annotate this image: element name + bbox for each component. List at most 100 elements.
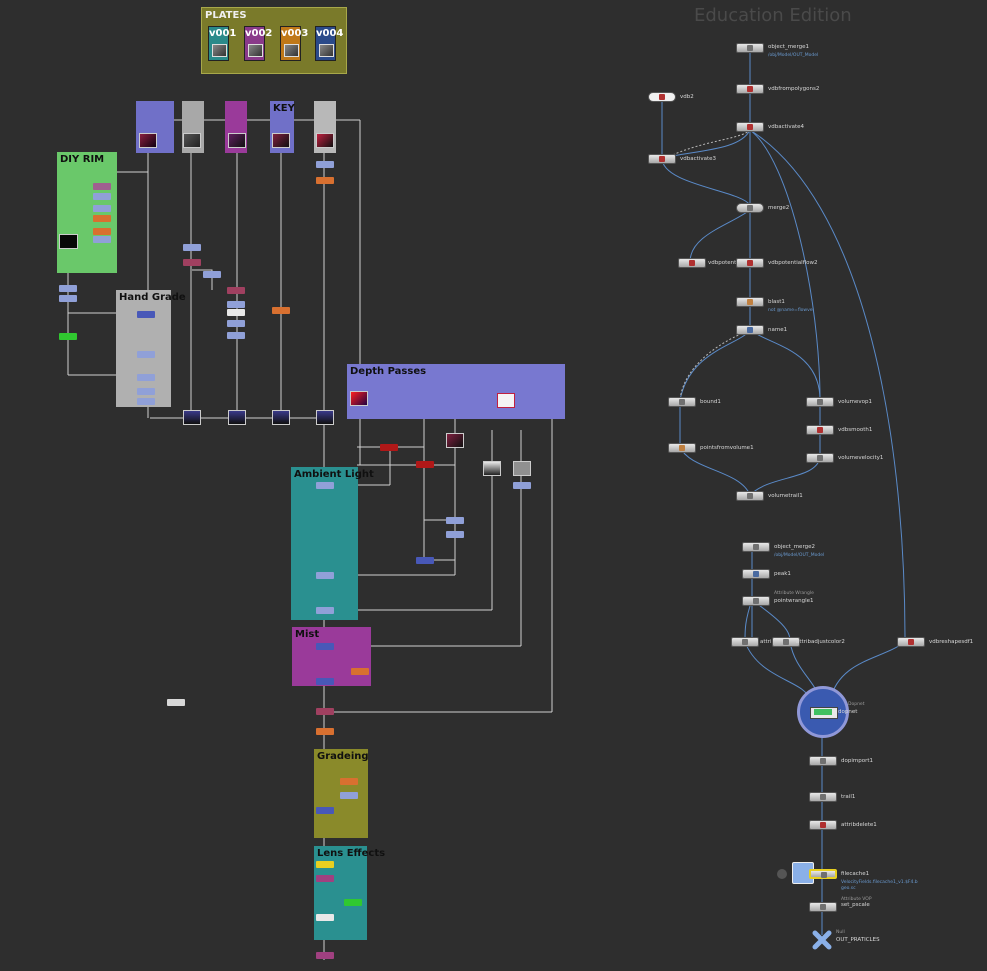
- lens-node-5[interactable]: [316, 952, 334, 959]
- plate-v001[interactable]: v001: [208, 26, 236, 61]
- grade-node-4[interactable]: [137, 388, 155, 395]
- depth-node-4[interactable]: [446, 517, 464, 524]
- vdbactivate3-node[interactable]: [648, 154, 676, 164]
- set-pscale-node[interactable]: [809, 902, 837, 912]
- left-node-1[interactable]: [59, 285, 77, 292]
- merge-node-4[interactable]: [227, 320, 245, 327]
- plate-v003[interactable]: v003: [280, 26, 308, 61]
- read-node-light-gray[interactable]: [316, 133, 334, 148]
- vdb2-node[interactable]: [648, 92, 676, 102]
- vdbsmooth1-node[interactable]: [806, 425, 834, 435]
- rim-node-3[interactable]: [93, 205, 111, 212]
- mist-node-3[interactable]: [316, 678, 334, 685]
- depth-key-node[interactable]: [446, 433, 464, 448]
- depth-gray-node-1[interactable]: [483, 461, 501, 476]
- key-orange-node[interactable]: [272, 307, 290, 314]
- depth-gray-node-2[interactable]: [513, 461, 531, 476]
- merge-row-node-2[interactable]: [228, 410, 246, 425]
- depth-red-node-1[interactable]: [380, 444, 398, 451]
- grade-node-2[interactable]: [137, 351, 155, 358]
- merge-row-node-1[interactable]: [183, 410, 201, 425]
- rim-node-1[interactable]: [93, 183, 111, 190]
- plate-v004[interactable]: v004: [315, 26, 343, 61]
- dopimport1-node[interactable]: [809, 756, 837, 766]
- peak1-node[interactable]: [742, 569, 770, 579]
- ambient-light-backdrop[interactable]: Ambient Light: [291, 467, 374, 620]
- depth-node-3[interactable]: [513, 482, 531, 489]
- lens-node-3[interactable]: [344, 899, 362, 906]
- pointwrangle1-node[interactable]: [742, 596, 770, 606]
- mist-node-2[interactable]: [351, 668, 369, 675]
- hand-grade-backdrop[interactable]: Hand Grade: [116, 290, 186, 407]
- rim-node-5[interactable]: [93, 228, 111, 235]
- ambient-node-1[interactable]: [316, 482, 334, 489]
- shuffle-node-1[interactable]: [183, 244, 201, 251]
- read-node-magenta[interactable]: [228, 133, 246, 148]
- ambient-node-2[interactable]: [316, 572, 334, 579]
- pointsfromvolume1-node[interactable]: [668, 443, 696, 453]
- rim-viewer-node[interactable]: [59, 234, 78, 249]
- stray-node[interactable]: [167, 699, 185, 706]
- depth-red-node-2[interactable]: [416, 461, 434, 468]
- left-node-2[interactable]: [59, 295, 77, 302]
- constant-green-node[interactable]: [59, 333, 77, 340]
- depth-passes-backdrop[interactable]: Depth Passes: [347, 364, 565, 419]
- gradeing-node-1[interactable]: [340, 778, 358, 785]
- name1-node[interactable]: [736, 325, 764, 335]
- grade-node-5[interactable]: [137, 398, 155, 405]
- lens-node-4[interactable]: [316, 914, 334, 921]
- post-node-2[interactable]: [316, 728, 334, 735]
- depth-node-5[interactable]: [446, 531, 464, 538]
- depth-read-node[interactable]: [350, 391, 368, 406]
- attribdelete1-node[interactable]: [809, 820, 837, 830]
- rim-node-6[interactable]: [93, 236, 111, 243]
- null-x-icon[interactable]: [812, 930, 832, 950]
- dopnet-node[interactable]: [797, 686, 849, 738]
- gradeing-node-2[interactable]: [340, 792, 358, 799]
- attri-node[interactable]: [731, 637, 759, 647]
- grade-node-1[interactable]: [137, 311, 155, 318]
- read-node-gray[interactable]: [183, 133, 201, 148]
- post-node-1[interactable]: [316, 708, 334, 715]
- volumetrail1-node[interactable]: [736, 491, 764, 501]
- shuffle-node-3[interactable]: [203, 271, 221, 278]
- vdbpotentialflow2-node[interactable]: [736, 258, 764, 268]
- plate-v002[interactable]: v002: [244, 26, 272, 61]
- object-merge1-node[interactable]: [736, 43, 764, 53]
- diy-rim-backdrop[interactable]: DIY RIM: [57, 152, 117, 273]
- merge-row-node-3[interactable]: [272, 410, 290, 425]
- mist-backdrop[interactable]: Mist: [292, 627, 371, 686]
- vdbreshapesdf1-node[interactable]: [897, 637, 925, 647]
- blast1-node[interactable]: [736, 297, 764, 307]
- merge-node-2[interactable]: [227, 301, 245, 308]
- gradeing-node-3[interactable]: [316, 807, 334, 814]
- merge2-node[interactable]: [736, 203, 764, 213]
- vdbfrompolygons2-node[interactable]: [736, 84, 764, 94]
- lens-node-2[interactable]: [316, 875, 334, 882]
- merge-node-3[interactable]: [227, 309, 245, 316]
- main-node-1[interactable]: [316, 161, 334, 168]
- lens-node-1[interactable]: [316, 861, 334, 868]
- bound1-node[interactable]: [668, 397, 696, 407]
- main-node-2[interactable]: [316, 177, 334, 184]
- merge-node-5[interactable]: [227, 332, 245, 339]
- rim-node-4[interactable]: [93, 215, 111, 222]
- volumevop1-node[interactable]: [806, 397, 834, 407]
- depth-white-node[interactable]: [497, 393, 515, 408]
- merge-node-1[interactable]: [227, 287, 245, 294]
- volumevelocity1-node[interactable]: [806, 453, 834, 463]
- vdbpotenti-node[interactable]: [678, 258, 706, 268]
- read-node-key[interactable]: [272, 133, 290, 148]
- attribadjustcolor2-node[interactable]: [772, 637, 800, 647]
- shuffle-node-2[interactable]: [183, 259, 201, 266]
- merge-row-node-4[interactable]: [316, 410, 334, 425]
- mist-node-1[interactable]: [316, 643, 334, 650]
- trail1-node[interactable]: [809, 792, 837, 802]
- filecache-collapse-button[interactable]: [777, 869, 787, 879]
- read-node-purple[interactable]: [139, 133, 157, 148]
- filecache1-node[interactable]: [809, 869, 837, 879]
- depth-node-6[interactable]: [416, 557, 434, 564]
- object-merge2-node[interactable]: [742, 542, 770, 552]
- rim-node-2[interactable]: [93, 193, 111, 200]
- ambient-node-3[interactable]: [316, 607, 334, 614]
